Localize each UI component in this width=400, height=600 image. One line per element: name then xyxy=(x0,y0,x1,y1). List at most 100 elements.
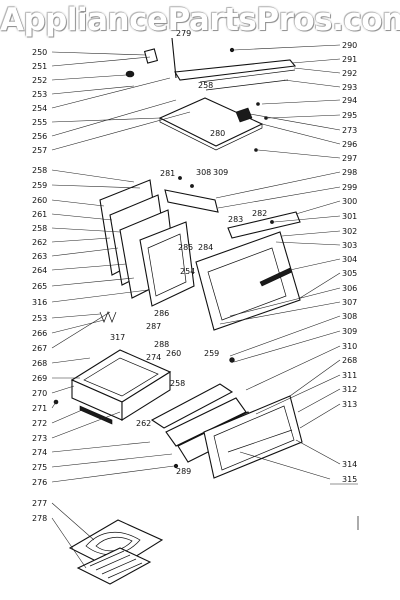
callout-265: 265 xyxy=(32,282,47,291)
callout-250: 250 xyxy=(32,48,47,57)
callout-308-inline: 308 xyxy=(196,168,211,177)
callout-270: 270 xyxy=(32,389,47,398)
callout-262-inline: 262 xyxy=(136,419,151,428)
callout-259: 259 xyxy=(32,181,47,190)
lower-screw xyxy=(173,463,179,469)
callout-267: 267 xyxy=(32,344,47,353)
lower-glass-window xyxy=(213,405,295,471)
callout-258: 258 xyxy=(32,166,47,175)
callout-273: 273 xyxy=(32,434,47,443)
callout-297: 297 xyxy=(342,154,357,163)
callout-312: 312 xyxy=(342,385,357,394)
callout-261: 261 xyxy=(32,210,47,219)
callout-293: 293 xyxy=(342,83,357,92)
callout-258-inline-lower: 258 xyxy=(170,379,185,388)
callout-278: 278 xyxy=(32,514,47,523)
callout-306: 306 xyxy=(342,284,357,293)
oven-door-panels xyxy=(99,176,301,331)
callout-303: 303 xyxy=(342,241,357,250)
callout-289: 289 xyxy=(176,467,191,476)
element-grate-bars xyxy=(89,550,143,579)
callout-307: 307 xyxy=(342,298,357,307)
lower-frame-1 xyxy=(165,397,247,447)
callout-274-inline: 274 xyxy=(146,353,161,362)
callout-276: 276 xyxy=(32,478,47,487)
callout-310: 310 xyxy=(342,342,357,351)
lower-frame-set xyxy=(150,357,303,479)
callout-275: 275 xyxy=(32,463,47,472)
vent-screw-2 xyxy=(256,102,260,106)
door-outer-window xyxy=(207,247,287,321)
door-spring xyxy=(99,311,117,323)
callout-304: 304 xyxy=(342,255,357,264)
callout-256: 256 xyxy=(32,132,47,141)
callout-300: 300 xyxy=(342,197,357,206)
door-panel-4 xyxy=(139,221,195,307)
callout-313: 313 xyxy=(342,400,357,409)
callout-295: 295 xyxy=(342,111,357,120)
door-handle xyxy=(259,267,293,287)
callout-315: 315 xyxy=(342,475,357,484)
callout-254: 254 xyxy=(32,104,47,113)
callout-285: 285 xyxy=(178,243,193,252)
callout-317: 317 xyxy=(110,333,125,342)
callout-260-inline: 260 xyxy=(166,349,181,358)
door-panel-4-window xyxy=(147,233,187,297)
callouts-left: 250 251 252 253 254 255 256 257 258 259 … xyxy=(32,48,47,523)
drawer-handle xyxy=(79,405,113,425)
vent-plate xyxy=(158,97,264,147)
callout-268: 268 xyxy=(32,359,47,368)
callout-273-right: 273 xyxy=(342,126,357,135)
callout-283: 283 xyxy=(228,215,243,224)
top-vent-assembly xyxy=(125,37,297,152)
site-watermark: AppliancePartsPros.com xyxy=(0,2,400,38)
callout-294: 294 xyxy=(342,96,357,105)
callout-254-inline: 254 xyxy=(180,267,195,276)
lower-trim-strip xyxy=(227,429,293,453)
callout-251: 251 xyxy=(32,62,47,71)
callout-258-inline: 258 xyxy=(198,81,213,90)
lower-clip xyxy=(229,357,235,363)
callout-259-inline: 259 xyxy=(204,349,219,358)
callout-308: 308 xyxy=(342,312,357,321)
callout-299: 299 xyxy=(342,183,357,192)
callout-309-inline: 309 xyxy=(213,168,228,177)
vent-channel xyxy=(174,59,297,81)
callout-279: 279 xyxy=(176,29,191,38)
callout-298: 298 xyxy=(342,168,357,177)
callout-316: 316 xyxy=(32,298,47,307)
callout-266: 266 xyxy=(32,329,47,338)
callout-281: 281 xyxy=(160,169,175,178)
callouts-right: 290 291 292 293 294 295 273 296 297 298 … xyxy=(330,41,358,485)
door-outer-panel xyxy=(195,231,301,331)
callout-255: 255 xyxy=(32,118,47,127)
broiler-drawer-assembly xyxy=(53,349,172,425)
callout-257: 257 xyxy=(32,146,47,155)
callout-309: 309 xyxy=(342,327,357,336)
callout-286: 286 xyxy=(154,309,169,318)
leader-lines-left xyxy=(51,51,191,569)
vent-screw-1 xyxy=(229,47,235,53)
drawer-side xyxy=(121,371,171,421)
callout-253-second: 253 xyxy=(32,314,47,323)
bake-element-assembly xyxy=(68,519,164,585)
callout-296: 296 xyxy=(342,140,357,149)
vent-bracket-left xyxy=(143,48,159,64)
callout-260: 260 xyxy=(32,196,47,205)
callout-272: 272 xyxy=(32,419,47,428)
callout-305: 305 xyxy=(342,269,357,278)
callout-284: 284 xyxy=(198,243,213,252)
callout-292: 292 xyxy=(342,69,357,78)
callout-287: 287 xyxy=(146,322,161,331)
callout-263: 263 xyxy=(32,252,47,261)
callout-253: 253 xyxy=(32,90,47,99)
vent-rod xyxy=(171,37,177,79)
door-screw-2 xyxy=(178,176,182,180)
callout-269: 269 xyxy=(32,374,47,383)
callout-258-second: 258 xyxy=(32,224,47,233)
door-hinge-strip xyxy=(164,189,219,213)
door-screw-1 xyxy=(270,220,274,224)
element-grate xyxy=(76,547,152,585)
callout-268-right: 268 xyxy=(342,356,357,365)
